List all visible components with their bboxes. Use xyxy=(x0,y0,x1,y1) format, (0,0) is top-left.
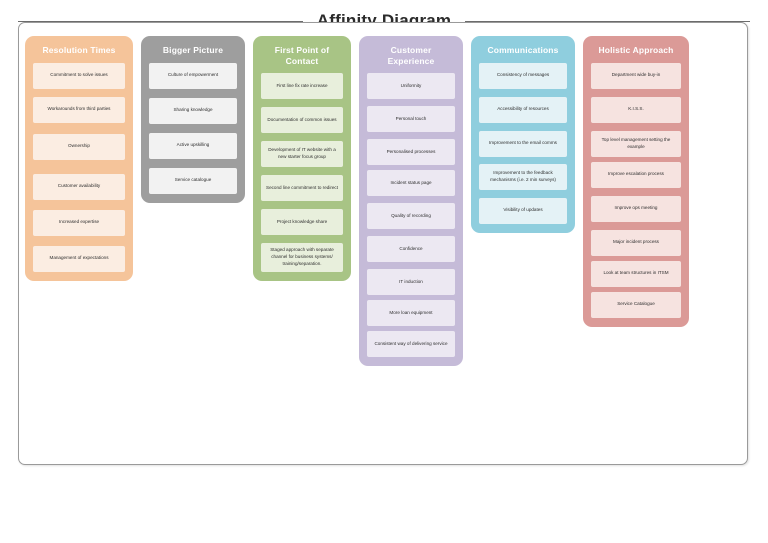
sticky-note[interactable]: Consistency of messages xyxy=(479,62,567,89)
sticky-note[interactable]: Second line commitment to redirect xyxy=(261,175,343,202)
sticky-note[interactable]: Accessibility of resources xyxy=(479,96,567,123)
column-title-bigger-picture: Bigger Picture xyxy=(162,45,224,55)
sticky-note[interactable]: Personal touch xyxy=(367,106,455,133)
sticky-note[interactable]: Consistent way of delivering service xyxy=(367,331,455,358)
title-rule-right xyxy=(465,20,750,22)
column-title-communications: Communications xyxy=(487,45,559,55)
title-rule-left xyxy=(18,20,303,22)
sticky-note[interactable]: Department wide buy-in xyxy=(591,62,681,89)
sticky-note[interactable]: Customer availability xyxy=(33,173,125,200)
sticky-note[interactable]: Service Catalogue xyxy=(591,291,681,318)
sticky-note[interactable]: Commitment to solve issues xyxy=(33,62,125,89)
sticky-note[interactable]: Ownership xyxy=(33,133,125,160)
sticky-note[interactable]: Development of IT website with a new sta… xyxy=(261,141,343,168)
sticky-note[interactable]: Workarounds from third parties xyxy=(33,96,125,123)
column-title-holistic-approach: Holistic Approach xyxy=(598,45,674,55)
sticky-note[interactable]: Sharing knowledge xyxy=(149,97,237,124)
sticky-note[interactable]: K.I.S.S. xyxy=(591,96,681,123)
sticky-note[interactable]: Culture of empowerment xyxy=(149,62,237,89)
sticky-note[interactable]: Service catalogue xyxy=(149,167,237,194)
sticky-note[interactable]: Project knowledge share xyxy=(261,209,343,236)
sticky-note[interactable]: Improvement to the email comms xyxy=(479,130,567,157)
sticky-note[interactable]: Look at team structures in ITSM xyxy=(591,260,681,287)
sticky-note[interactable]: Quality of recording xyxy=(367,203,455,230)
sticky-note[interactable]: Visibility of updates xyxy=(479,197,567,224)
sticky-note[interactable]: Personalised processes xyxy=(367,139,455,166)
sticky-note[interactable]: Incident status page xyxy=(367,170,455,197)
sticky-note[interactable]: Improve escalation process xyxy=(591,161,681,188)
sticky-note[interactable]: Management of expectations xyxy=(33,245,125,272)
sticky-note[interactable]: Staged approach with separate channel fo… xyxy=(261,243,343,272)
sticky-note[interactable]: Major incident process xyxy=(591,229,681,256)
column-title-resolution-times: Resolution Times xyxy=(42,45,116,55)
sticky-note[interactable]: First line fix rate increase xyxy=(261,73,343,100)
column-title-first-point-of-contact: First Point of Contact xyxy=(274,45,330,66)
sticky-note[interactable]: Improvement to the feedback mechanisms (… xyxy=(479,163,567,190)
sticky-note[interactable]: Increased expertise xyxy=(33,209,125,236)
sticky-note[interactable]: Active upskilling xyxy=(149,132,237,159)
sticky-note[interactable]: Improve ops meeting xyxy=(591,195,681,222)
column-title-customer-experience: Customer Experience xyxy=(387,45,435,66)
sticky-note[interactable]: More loan equipment xyxy=(367,300,455,327)
sticky-note[interactable]: Uniformity xyxy=(367,73,455,100)
sticky-note[interactable]: Top level management setting the example xyxy=(591,130,681,157)
sticky-note[interactable]: IT induction xyxy=(367,269,455,296)
sticky-note[interactable]: Documentation of common issues xyxy=(261,107,343,134)
sticky-note[interactable]: Confidence xyxy=(367,236,455,263)
